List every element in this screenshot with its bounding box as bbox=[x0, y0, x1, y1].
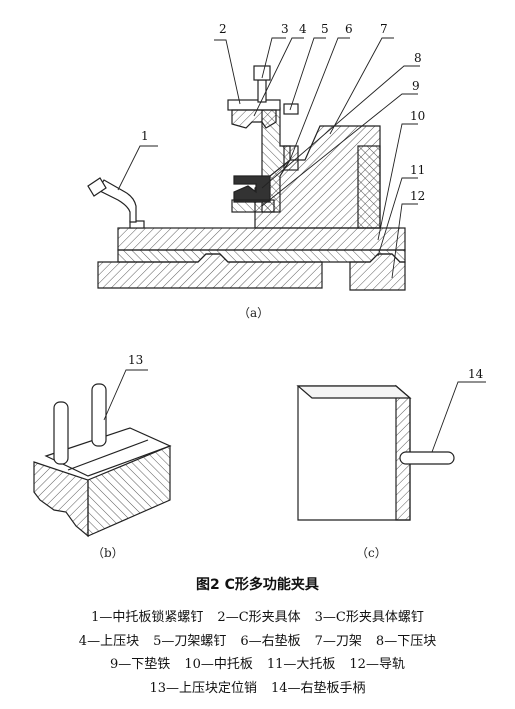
figure-caption: 图2 C形多功能夹具 bbox=[196, 577, 319, 593]
block-groove bbox=[67, 439, 149, 471]
callout-5: 5 bbox=[321, 22, 329, 36]
pad-plate bbox=[297, 385, 411, 521]
callout-1: 1 bbox=[141, 129, 149, 143]
view-b bbox=[33, 369, 172, 538]
sublabel-c: （c） bbox=[356, 546, 387, 560]
callout-11: 11 bbox=[410, 163, 425, 177]
legend-item: 9—下垫铁 bbox=[110, 657, 171, 672]
large-carriage bbox=[117, 249, 406, 263]
callout-7: 7 bbox=[380, 22, 388, 36]
sublabel-a: （a） bbox=[238, 306, 270, 320]
callout-3: 3 bbox=[281, 22, 289, 36]
pin-left bbox=[53, 401, 69, 465]
tool-post-side bbox=[357, 145, 381, 229]
parts-legend: 1—中托板锁紧螺钉 2—C形夹具体 3—C形夹具体螺钉 4—上压块 5—刀架螺钉… bbox=[0, 606, 515, 700]
callout-2: 2 bbox=[219, 22, 227, 36]
legend-item: 14—右垫板手柄 bbox=[271, 680, 366, 696]
legend-item: 3—C形夹具体螺钉 bbox=[314, 610, 424, 625]
legend-item: 1—中托板锁紧螺钉 bbox=[91, 610, 204, 625]
callout-6: 6 bbox=[345, 22, 353, 36]
upper-block bbox=[231, 109, 277, 129]
screw-1-knob bbox=[87, 177, 107, 197]
leader-lines bbox=[103, 369, 148, 421]
pad-plate-top bbox=[296, 385, 412, 399]
sublabel-b: （b） bbox=[92, 546, 124, 560]
callout-4: 4 bbox=[299, 22, 307, 36]
callout-10: 10 bbox=[410, 109, 425, 123]
block-front bbox=[33, 461, 89, 538]
screw-3-head bbox=[253, 65, 271, 81]
lower-iron bbox=[231, 199, 275, 213]
callout-14: 14 bbox=[468, 367, 484, 381]
legend-row: 1—中托板锁紧螺钉 2—C形夹具体 3—C形夹具体螺钉 bbox=[0, 606, 515, 630]
legend-item: 6—右垫板 bbox=[240, 633, 301, 649]
fixture-drawing: 1 2 3 4 5 6 7 8 9 10 11 12 13 14 bbox=[33, 22, 486, 538]
legend-item: 13—上压块定位销 bbox=[149, 680, 257, 696]
leader-lines bbox=[431, 381, 486, 453]
pad-handle bbox=[399, 451, 455, 465]
lower-block bbox=[233, 175, 271, 203]
legend-row: 13—上压块定位销 14—右垫板手柄 bbox=[0, 677, 515, 701]
callout-9: 9 bbox=[412, 79, 420, 93]
legend-item: 8—下压块 bbox=[375, 633, 437, 649]
callout-8: 8 bbox=[414, 51, 422, 65]
legend-item: 11—大托板 bbox=[266, 657, 336, 672]
legend-row: 9—下垫铁 10—中托板 11—大托板 12—导轨 bbox=[0, 653, 515, 677]
screw-1-base bbox=[129, 220, 145, 229]
legend-item: 7—刀架 bbox=[314, 633, 362, 649]
legend-item: 12—导轨 bbox=[349, 657, 405, 672]
view-c bbox=[296, 381, 486, 521]
block-side bbox=[87, 445, 171, 537]
legend-item: 4—上压块 bbox=[78, 633, 140, 649]
legend-item: 2—C形夹具体 bbox=[217, 610, 301, 625]
pin-right bbox=[91, 383, 107, 447]
screw-5-head bbox=[283, 103, 299, 115]
view-a bbox=[87, 37, 420, 291]
middle-carriage bbox=[117, 227, 406, 251]
c-clamp-top bbox=[227, 99, 281, 111]
callout-12: 12 bbox=[410, 189, 425, 203]
leader-lines bbox=[117, 37, 420, 279]
legend-row: 4—上压块 5—刀架螺钉 6—右垫板 7—刀架 8—下压块 bbox=[0, 630, 515, 654]
callout-labels: 1 2 3 4 5 6 7 8 9 10 11 12 13 14 bbox=[128, 22, 484, 381]
callout-13: 13 bbox=[128, 353, 143, 367]
legend-item: 10—中托板 bbox=[184, 657, 253, 672]
legend-item: 5—刀架螺钉 bbox=[153, 633, 227, 649]
